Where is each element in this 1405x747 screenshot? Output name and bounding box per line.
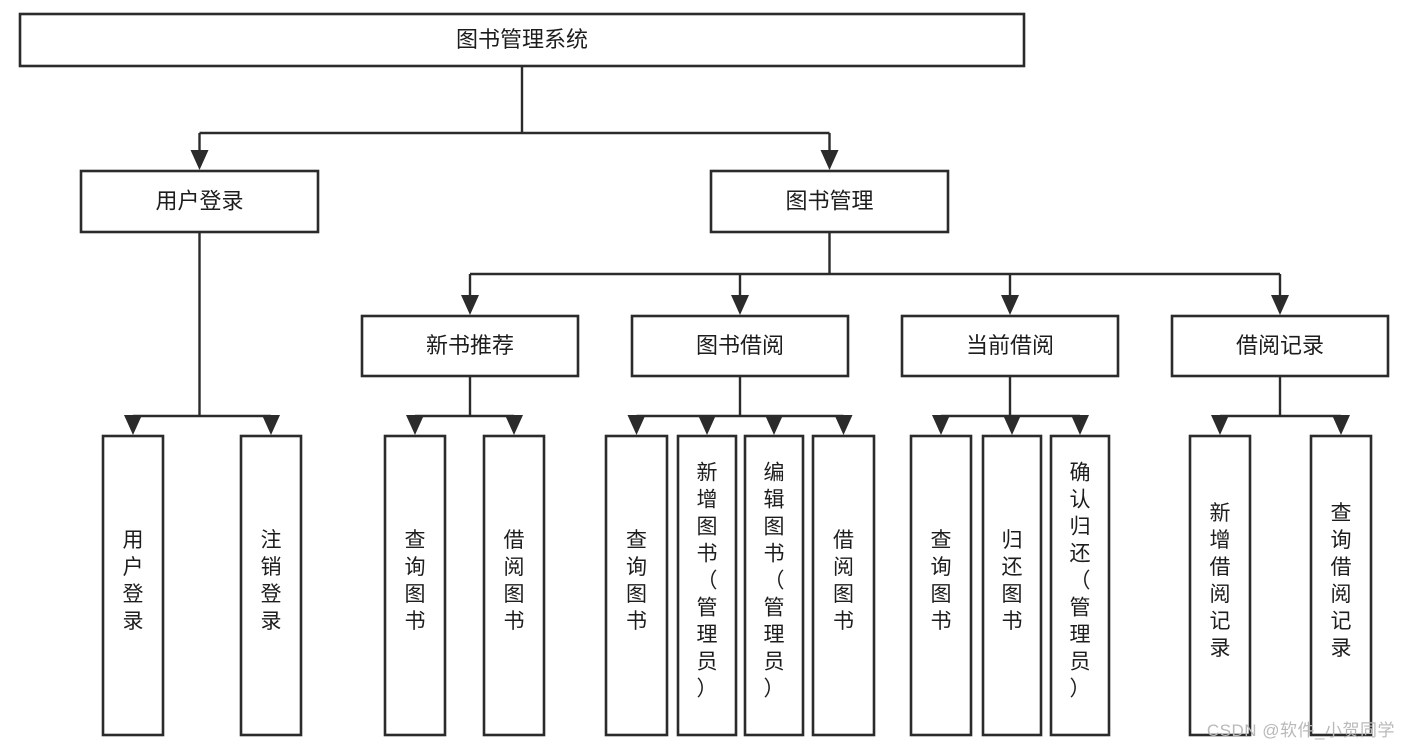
node-leaf-add-book-label: 新增图书（管理员）	[697, 462, 718, 701]
node-leaf-user-logout-rect	[239, 434, 303, 737]
node-leaf-add-book[interactable]: 新增图书（管理员）	[676, 434, 738, 737]
node-leaf-add-borrow-record[interactable]: 新增借阅记录	[1188, 434, 1252, 737]
node-leaf-query-book-1-label: 查询图书	[405, 529, 426, 633]
node-leaf-borrow-book-2-label: 借阅图书	[833, 529, 854, 633]
connector-arrow-icon	[190, 150, 209, 170]
connector-arrow-icon	[1271, 295, 1289, 315]
connector-arrow-icon	[834, 415, 853, 435]
connector-arrow-icon	[1211, 415, 1229, 435]
node-leaf-query-book-3-label: 查询图书	[931, 529, 952, 633]
connector-arrow-icon	[124, 415, 142, 435]
node-leaf-user-login[interactable]: 用户登录	[101, 434, 165, 737]
node-root-book-management-system-rect	[18, 12, 1026, 68]
node-leaf-user-login-label: 用户登录	[123, 529, 144, 633]
connector-arrow-icon	[406, 415, 424, 435]
node-user-login-label: 用户登录	[155, 188, 243, 213]
node-leaf-borrow-book-1-rect	[482, 434, 546, 737]
node-current-borrow-rect	[900, 314, 1120, 378]
node-new-book-recommend-label: 新书推荐	[426, 333, 514, 358]
node-leaf-query-borrow-record[interactable]: 查询借阅记录	[1309, 434, 1373, 737]
node-current-borrow-label: 当前借阅	[966, 333, 1054, 358]
node-leaf-user-login-rect	[101, 434, 165, 737]
connector-arrow-icon	[461, 295, 479, 315]
node-user-login[interactable]: 用户登录	[79, 169, 320, 234]
node-book-borrow-label: 图书借阅	[696, 333, 784, 358]
node-leaf-edit-book[interactable]: 编辑图书（管理员）	[743, 434, 805, 737]
node-leaf-query-borrow-record-rect	[1309, 434, 1373, 737]
connector-arrow-icon	[627, 415, 646, 435]
node-borrow-record-label: 借阅记录	[1236, 333, 1324, 358]
nodes-layer: 图书管理系统用户登录图书管理新书推荐图书借阅当前借阅借阅记录用户登录注销登录查询…	[18, 12, 1390, 737]
node-leaf-user-logout-label: 注销登录	[261, 529, 282, 633]
node-leaf-edit-book-rect	[743, 434, 805, 737]
node-leaf-edit-book-label: 编辑图书（管理员）	[764, 462, 785, 701]
node-book-manage-label: 图书管理	[785, 188, 873, 213]
connector-arrow-icon	[698, 415, 716, 435]
connector-arrow-icon	[731, 295, 749, 315]
connector-arrow-icon	[262, 415, 280, 435]
node-book-borrow[interactable]: 图书借阅	[630, 314, 850, 378]
node-root-book-management-system-label: 图书管理系统	[456, 27, 588, 52]
node-leaf-confirm-return-rect	[1049, 434, 1111, 737]
node-leaf-borrow-book-1-label: 借阅图书	[504, 529, 525, 633]
node-leaf-query-book-2[interactable]: 查询图书	[604, 434, 669, 737]
node-book-borrow-rect	[630, 314, 850, 378]
connector-arrow-icon	[820, 150, 839, 170]
node-leaf-query-book-3[interactable]: 查询图书	[909, 434, 973, 737]
node-borrow-record-rect	[1170, 314, 1390, 378]
node-leaf-query-book-2-label: 查询图书	[626, 529, 647, 633]
node-leaf-add-borrow-record-label: 新增借阅记录	[1210, 502, 1231, 660]
node-new-book-recommend-rect	[360, 314, 580, 378]
node-book-manage-rect	[709, 169, 950, 234]
node-leaf-query-book-3-rect	[909, 434, 973, 737]
node-leaf-add-borrow-record-rect	[1188, 434, 1252, 737]
node-leaf-query-book-2-rect	[604, 434, 669, 737]
node-leaf-return-book-label: 归还图书	[1002, 529, 1023, 633]
node-leaf-borrow-book-1[interactable]: 借阅图书	[482, 434, 546, 737]
node-leaf-return-book-rect	[981, 434, 1043, 737]
node-leaf-return-book[interactable]: 归还图书	[981, 434, 1043, 737]
node-book-manage[interactable]: 图书管理	[709, 169, 950, 234]
node-new-book-recommend[interactable]: 新书推荐	[360, 314, 580, 378]
node-leaf-confirm-return-label: 确认归还（管理员）	[1070, 462, 1091, 701]
connector-arrow-icon	[765, 415, 783, 435]
node-leaf-borrow-book-2-rect	[811, 434, 876, 737]
connector-arrow-icon	[1001, 295, 1019, 315]
node-root-book-management-system[interactable]: 图书管理系统	[18, 12, 1026, 68]
connector-arrow-icon	[932, 415, 950, 435]
node-borrow-record[interactable]: 借阅记录	[1170, 314, 1390, 378]
node-leaf-query-book-1[interactable]: 查询图书	[383, 434, 447, 737]
connector-arrow-icon	[1071, 415, 1089, 435]
node-leaf-query-borrow-record-label: 查询借阅记录	[1331, 502, 1352, 660]
node-user-login-rect	[79, 169, 320, 234]
connector-arrow-icon	[1003, 415, 1021, 435]
node-leaf-add-book-rect	[676, 434, 738, 737]
node-leaf-confirm-return[interactable]: 确认归还（管理员）	[1049, 434, 1111, 737]
node-leaf-query-book-1-rect	[383, 434, 447, 737]
node-current-borrow[interactable]: 当前借阅	[900, 314, 1120, 378]
connector-arrow-icon	[505, 415, 523, 435]
connector-arrow-icon	[1332, 415, 1350, 435]
node-leaf-user-logout[interactable]: 注销登录	[239, 434, 303, 737]
node-leaf-borrow-book-2[interactable]: 借阅图书	[811, 434, 876, 737]
connectors-layer	[124, 66, 1350, 435]
